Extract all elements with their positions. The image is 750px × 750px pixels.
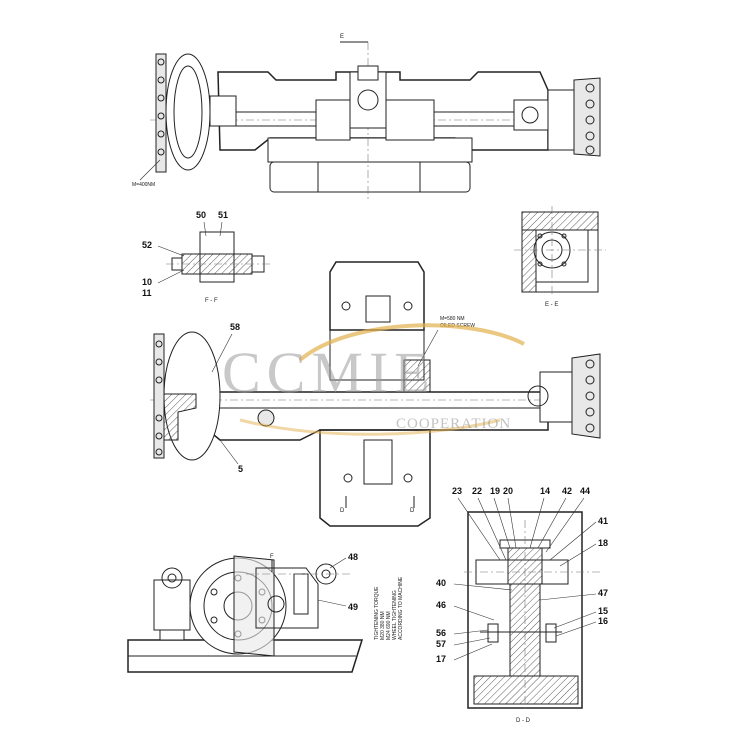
torque-side-3: M24 690 NM — [386, 611, 392, 640]
callout-56: 56 — [436, 628, 446, 638]
callout-44: 44 — [580, 486, 590, 496]
callout-22: 22 — [472, 486, 482, 496]
callout-51: 51 — [218, 210, 228, 220]
callout-57: 57 — [436, 639, 446, 649]
callout-11: 11 — [142, 288, 152, 298]
torque-note-vertical: TIGHTENING TORQUE M20 380 NM M24 690 NM … — [374, 576, 404, 640]
callout-16: 16 — [598, 616, 608, 626]
section-ff-view: 50 51 52 10 11 F - F — [142, 210, 270, 304]
torque-side-4: WHEEL TIGHTENING — [392, 590, 398, 640]
callout-40: 40 — [436, 578, 446, 588]
callout-17: 17 — [436, 654, 446, 664]
callout-48: 48 — [348, 552, 358, 562]
watermark-brand: CCMIE — [222, 340, 436, 405]
callout-5: 5 — [238, 464, 243, 474]
cut-f-label: F — [270, 554, 274, 560]
side-view: F 48 49 — [127, 552, 364, 673]
callout-42: 42 — [562, 486, 572, 496]
callout-58: 58 — [230, 322, 240, 332]
screw-note-1: M=580 NM — [440, 316, 465, 322]
watermark: CCMIE COOPERATION — [222, 323, 525, 436]
torque-note-top: M=400NM — [132, 182, 155, 188]
callout-41: 41 — [598, 516, 608, 526]
callout-47: 47 — [598, 588, 608, 598]
callout-10: 10 — [142, 277, 152, 287]
callout-23: 23 — [452, 486, 462, 496]
cut-d-right-label: D — [410, 508, 415, 514]
section-ff-label: F - F — [205, 298, 218, 304]
section-dd-view: D - D 23 22 19 20 14 42 44 41 18 40 47 4… — [436, 486, 608, 724]
callout-15: 15 — [598, 606, 608, 616]
torque-side-2: M20 380 NM — [380, 611, 386, 640]
cut-d-left-label: D — [340, 508, 345, 514]
torque-side-1: TIGHTENING TORQUE — [374, 586, 380, 640]
cut-e-label: E — [340, 34, 344, 40]
callout-20: 20 — [503, 486, 513, 496]
top-elevation-view: E M=400NM — [132, 34, 601, 200]
callout-50: 50 — [196, 210, 206, 220]
callout-18: 18 — [598, 538, 608, 548]
callout-19: 19 — [490, 486, 500, 496]
torque-side-5: ACCORDING TO MACHINE — [398, 576, 404, 640]
callout-52: 52 — [142, 240, 152, 250]
callout-49: 49 — [348, 602, 358, 612]
callout-46: 46 — [436, 600, 446, 610]
section-ee-view: E - E — [514, 206, 606, 308]
section-dd-label: D - D — [516, 718, 531, 724]
callout-14: 14 — [540, 486, 550, 496]
watermark-sub: COOPERATION — [396, 416, 511, 432]
section-ee-label: E - E — [545, 302, 558, 308]
